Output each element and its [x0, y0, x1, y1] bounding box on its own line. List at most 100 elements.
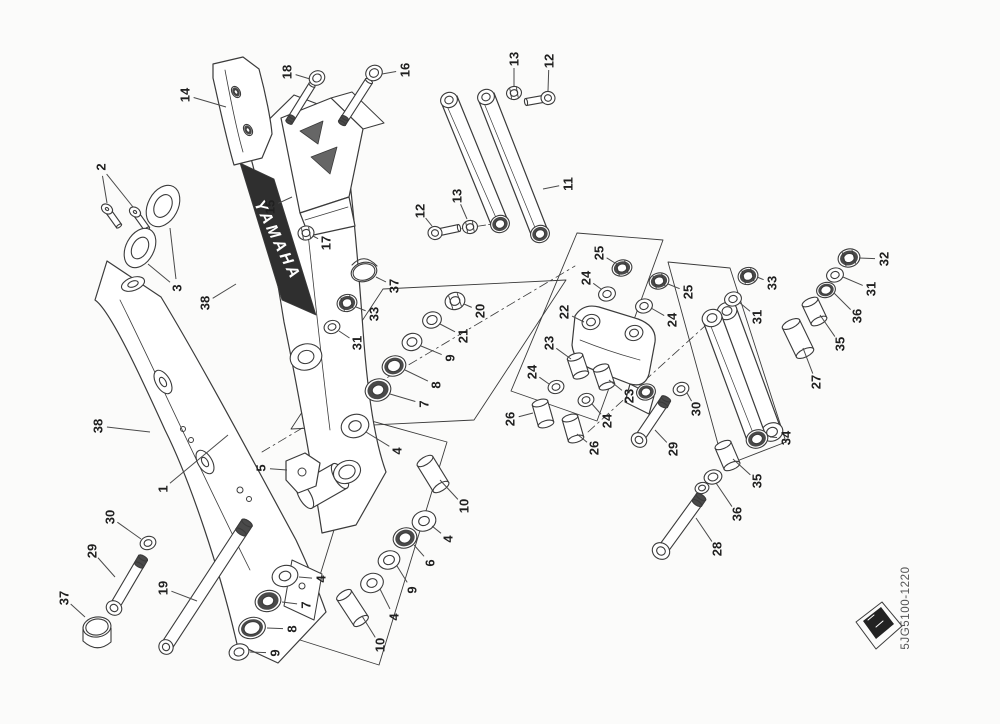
part-ring — [422, 311, 442, 329]
part-nut — [737, 266, 759, 286]
ellipse — [278, 570, 292, 582]
ellipse — [338, 464, 356, 480]
callout-number: 38 — [198, 296, 213, 310]
ellipse — [592, 363, 610, 373]
callout-number: 12 — [542, 54, 557, 68]
callout-number: 28 — [710, 542, 725, 556]
callout-number: 4 — [387, 613, 402, 621]
leader-line — [695, 517, 713, 542]
part-ring — [490, 214, 510, 234]
callout-24: 24 — [525, 364, 550, 385]
leader-line — [117, 521, 142, 540]
callout-number: 3 — [170, 284, 185, 291]
leader-line — [715, 482, 733, 507]
callout-6: 6 — [413, 544, 438, 567]
part-outline — [667, 261, 787, 467]
leader-line — [379, 588, 391, 610]
leader-line — [756, 276, 764, 281]
callout-27: 27 — [802, 347, 824, 389]
callout-number: 16 — [398, 63, 413, 77]
part-nut — [505, 85, 523, 101]
ellipse — [830, 270, 840, 280]
leader-line — [431, 525, 442, 534]
ellipse — [143, 539, 153, 547]
leader-line — [295, 74, 311, 80]
callout-18: 18 — [280, 65, 311, 80]
callout-number: 2 — [94, 163, 109, 170]
part-ring — [636, 383, 656, 401]
part-ring — [381, 355, 407, 377]
ellipse — [598, 381, 616, 391]
part-outline — [483, 102, 537, 231]
leader-line — [169, 227, 177, 280]
ellipse — [426, 314, 438, 326]
leader-line — [858, 257, 876, 260]
ellipse — [235, 527, 247, 537]
leader-line — [420, 345, 442, 356]
part-ring — [195, 449, 215, 475]
part-outline — [224, 69, 244, 153]
part-nut — [611, 259, 633, 277]
leader-line — [460, 204, 468, 220]
callout-number: 35 — [833, 337, 848, 351]
ellipse — [456, 224, 462, 232]
ellipse — [386, 359, 402, 373]
part-cylinder — [592, 363, 616, 391]
leader-line — [732, 458, 751, 476]
callout-number: 24 — [665, 312, 680, 327]
callout-31: 31 — [739, 302, 765, 324]
part-ring — [577, 392, 595, 408]
ellipse — [368, 68, 380, 78]
part-outline — [212, 56, 273, 166]
ellipse — [340, 114, 350, 122]
leader-line — [842, 276, 863, 286]
callout-number: 5 — [254, 464, 269, 471]
leader-line — [169, 434, 229, 484]
callout-31: 31 — [842, 276, 879, 296]
part-cylinder — [801, 296, 828, 327]
part-ring — [128, 206, 142, 218]
ellipse — [691, 498, 703, 508]
nut-facet — [841, 252, 847, 267]
callout-number: 33 — [765, 276, 780, 290]
callout-number: 34 — [779, 430, 794, 445]
part-ring — [289, 343, 323, 371]
leader-line — [147, 263, 171, 283]
ellipse — [534, 229, 546, 239]
ellipse — [233, 89, 239, 95]
callout-34: 34 — [769, 430, 794, 445]
ellipse — [537, 419, 555, 429]
ellipse — [494, 219, 506, 229]
callout-number: 23 — [622, 389, 637, 403]
ellipse — [723, 460, 741, 472]
callout-28: 28 — [695, 517, 725, 556]
ellipse — [288, 114, 296, 120]
callout-number: 7 — [299, 601, 314, 608]
part-cylinder — [714, 439, 741, 472]
callout-number: 37 — [387, 279, 402, 293]
callout-number: 32 — [877, 252, 892, 266]
callout-number: 7 — [417, 400, 432, 407]
part-outline — [310, 146, 338, 175]
part-ring — [308, 70, 326, 86]
nut-facet — [515, 87, 519, 98]
callout-38: 38 — [198, 283, 237, 310]
callout-number: 33 — [367, 307, 382, 321]
ellipse — [406, 337, 418, 347]
callout-number: 26 — [587, 441, 602, 455]
figure-code: 5JG5100-1220 — [900, 566, 912, 649]
nut-facet — [456, 293, 462, 307]
part-ring — [816, 281, 836, 299]
ellipse — [561, 413, 579, 423]
leader-line — [650, 307, 665, 316]
part-cylinder — [285, 114, 296, 125]
callout-number: 17 — [319, 236, 334, 250]
part-ring — [598, 286, 616, 302]
ellipse — [352, 263, 376, 281]
callout-21: 21 — [439, 323, 471, 343]
callout-number: 4 — [390, 447, 405, 455]
callout-number: 11 — [561, 177, 576, 191]
callout-number: 29 — [85, 544, 100, 558]
callout-number: 8 — [429, 381, 444, 388]
leader-line — [606, 257, 616, 264]
